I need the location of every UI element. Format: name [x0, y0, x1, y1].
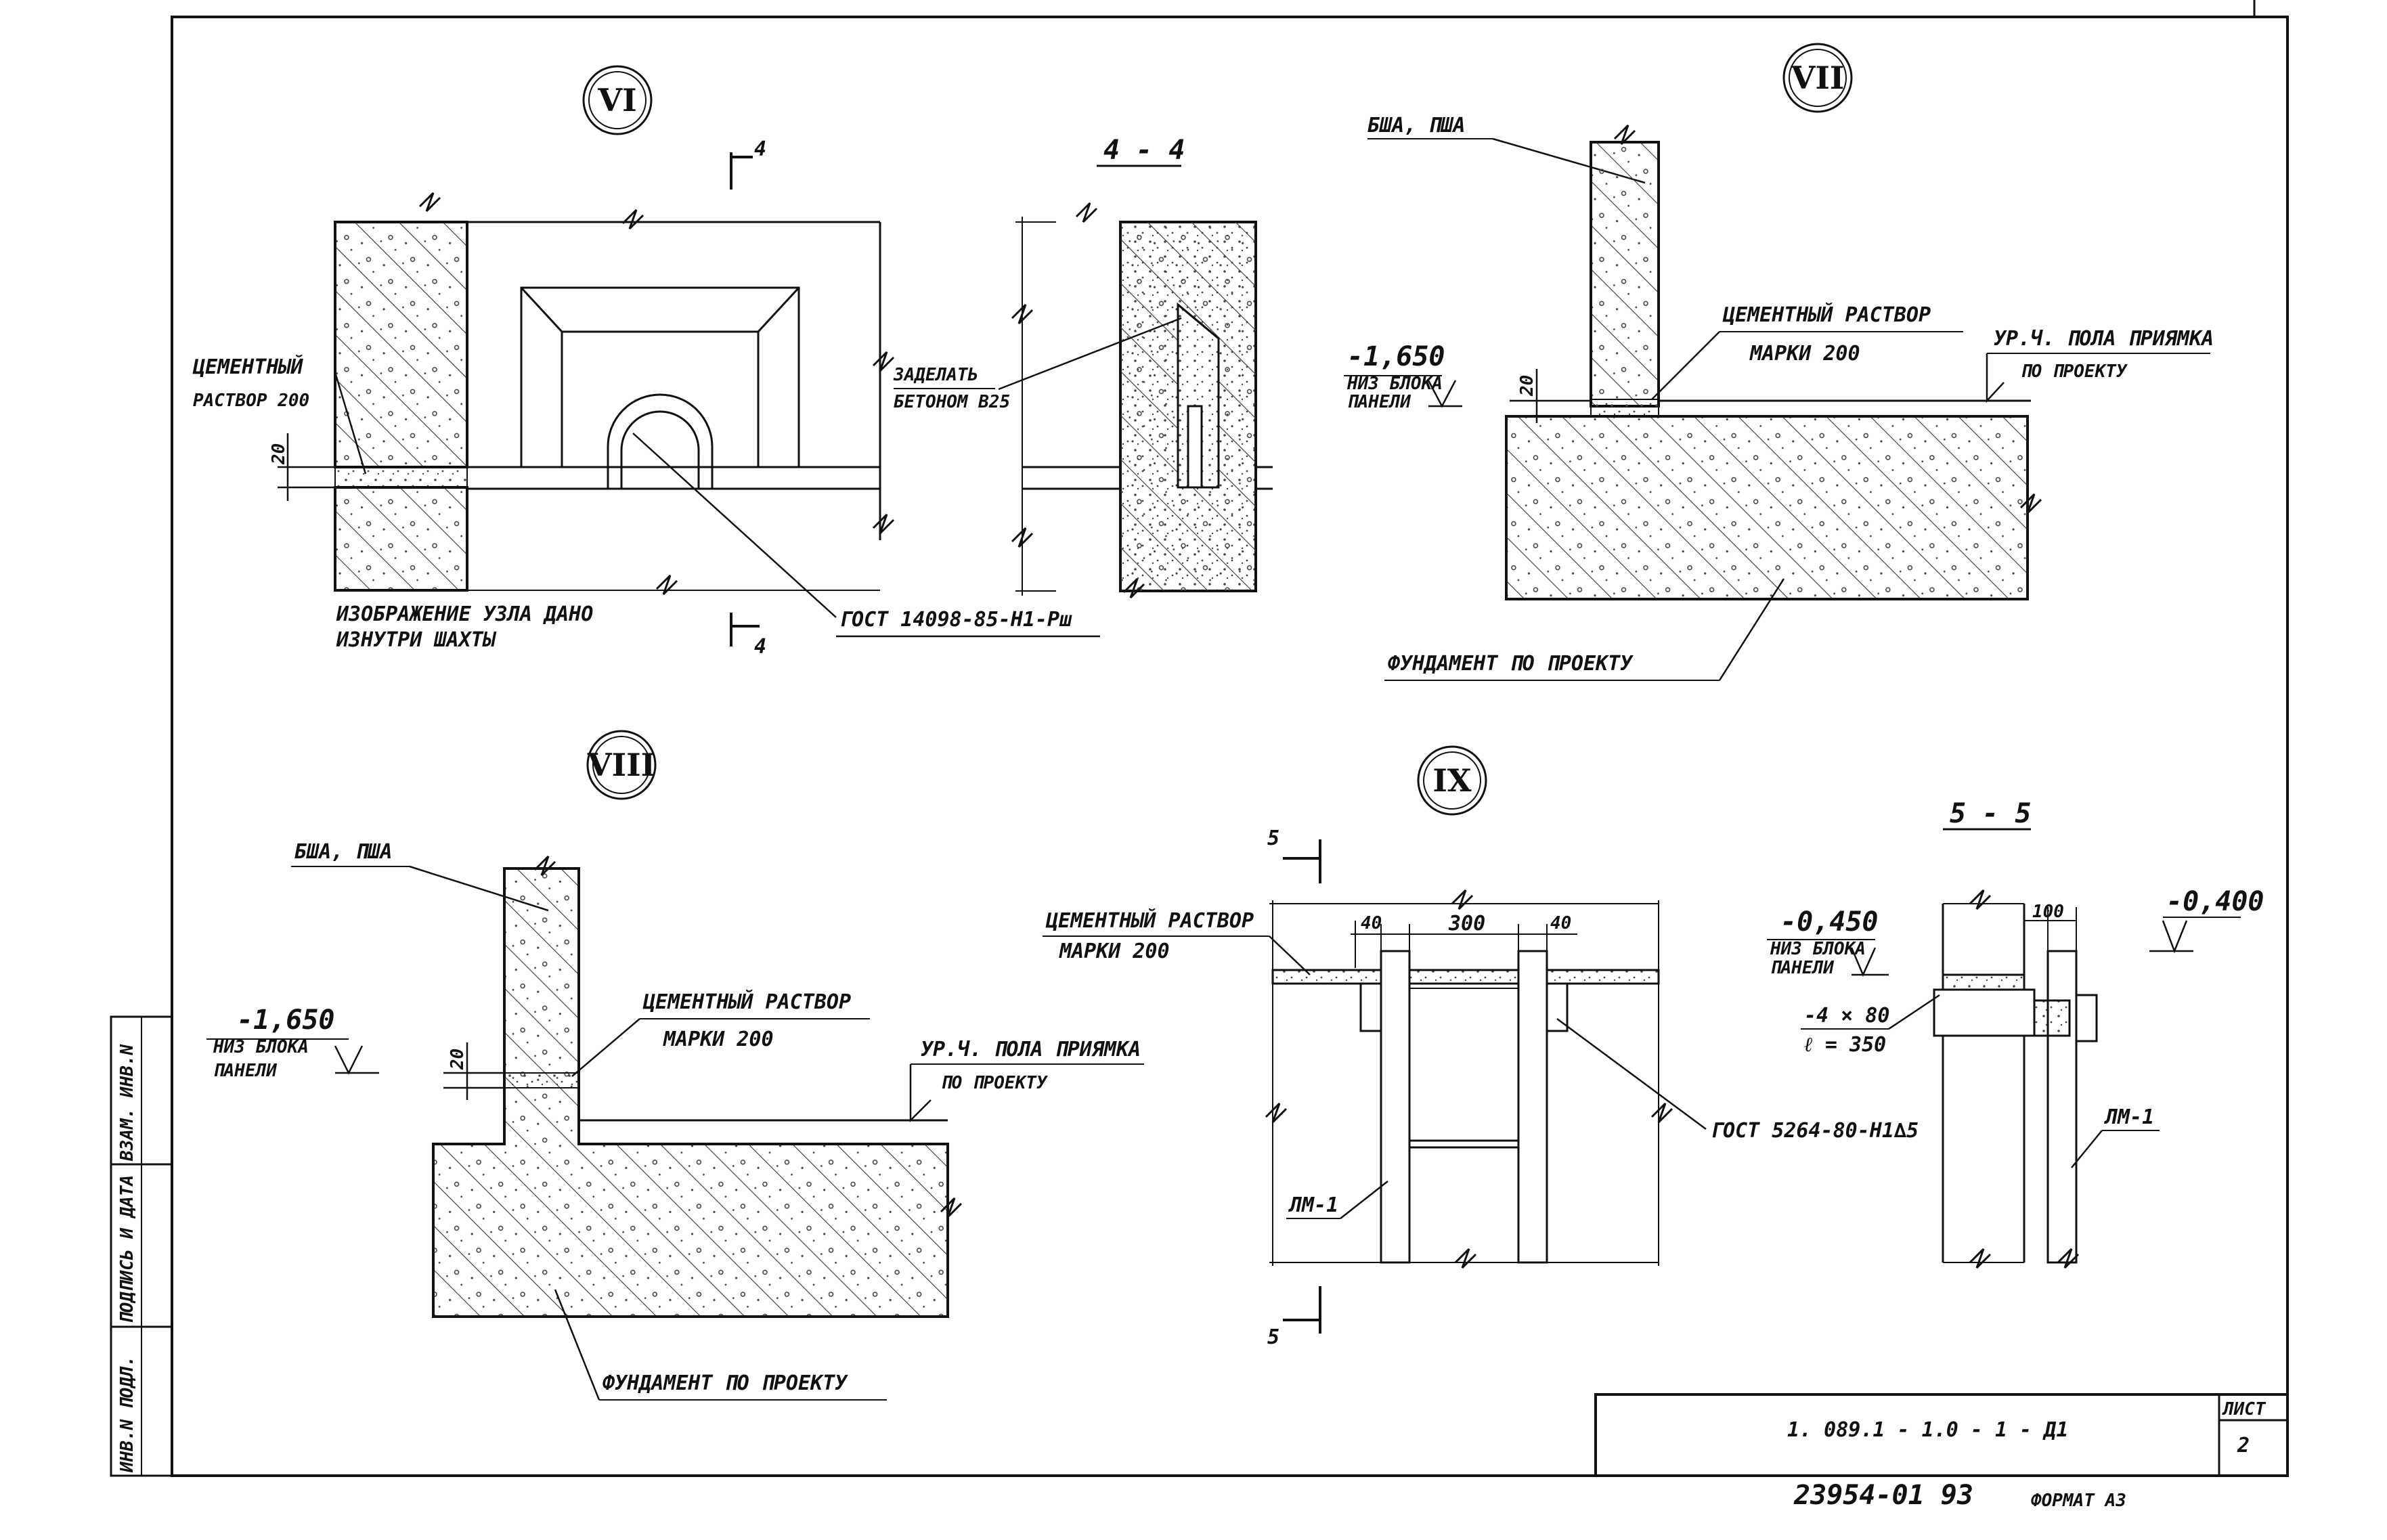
view-vii-number: VII [1791, 60, 1845, 96]
view-vii: VII БША, ПША ЦЕМЕНТНЫЙ РАСТВОР МАРКИ 200… [1344, 43, 2214, 681]
s55-dim-100-label: 100 [2032, 902, 2064, 922]
vii-level-note-1: НИЗ БЛОКА [1346, 374, 1443, 394]
s55-plate-label-2: ℓ = 350 [1804, 1033, 1886, 1057]
s55-level-note-1: НИЗ БЛОКА [1770, 939, 1866, 959]
ix-mortar-label-2: МАРКИ 200 [1059, 940, 1170, 963]
s55-ladder-label: ЛМ-1 [2103, 1105, 2154, 1129]
viii-blocks-label: БША, ПША [294, 840, 393, 864]
ix-gost-leader [1556, 1017, 1707, 1130]
section-mark-4-bottom [730, 613, 760, 646]
format-label: ФОРМАТ А3 [2031, 1491, 2126, 1511]
ix-ladder-label: ЛМ-1 [1288, 1193, 1338, 1217]
vii-level: -1,650 [1347, 341, 1445, 372]
vi-mortar-joint [334, 466, 468, 488]
vii-floor-2: ПО ПРОЕКТУ [2021, 361, 2128, 382]
vi-dim-20-label: 20 [269, 443, 289, 465]
viii-mortar [504, 1072, 579, 1088]
vii-blocks-label: БША, ПША [1367, 114, 1466, 137]
view-ix: IX 5 5 [1043, 745, 1919, 1349]
vi-leader-rung [632, 433, 837, 618]
vii-dim-20-label: 20 [1517, 375, 1537, 397]
vi-wall-lower [334, 486, 468, 592]
ix-ladder-right [1517, 950, 1548, 1264]
s44-gost-label: ГОСТ 14098-85-Н1-Рш [839, 608, 1072, 632]
viii-level: -1,650 [237, 1005, 335, 1036]
viii-level-note-1: НИЗ БЛОКА [213, 1037, 309, 1057]
viii-mortar-label-2: МАРКИ 200 [663, 1028, 774, 1051]
stamp-vzam-inv: ВЗАМ. ИНВ.N [117, 1044, 137, 1162]
viii-dim-20 [443, 1042, 504, 1100]
sheet-label: ЛИСТ [2222, 1399, 2266, 1420]
viii-level-note-2: ПАНЕЛИ [213, 1061, 277, 1081]
view-viii: VIII БША, ПША ЦЕМЕНТНЫЙ РАСТВОР МАРКИ 20… [206, 730, 1144, 1401]
vii-dim-20 [1510, 369, 1591, 423]
vi-note-1: ИЗОБРАЖЕНИЕ УЗЛА ДАНО [336, 602, 593, 626]
stamp-signature-date: ПОДПИСЬ И ДАТА [117, 1175, 137, 1323]
vii-mortar-label-1: ЦЕМЕНТНЫЙ РАСТВОР [1722, 303, 1931, 327]
viii-floor-2: ПО ПРОЕКТУ [941, 1073, 1049, 1093]
section-mark-5-top [1283, 839, 1321, 883]
s55-level-a: -0,450 [1780, 906, 1879, 938]
s55-plate-label-1: -4 × 80 [1804, 1004, 1889, 1028]
view-ix-number: IX [1432, 762, 1472, 799]
sheet-frame [110, 0, 2289, 1477]
vii-floor-1: УР.Ч. ПОЛА ПРИЯМКА [1994, 327, 2214, 351]
break-marks [418, 124, 2080, 1269]
vi-leader-mortar [334, 372, 367, 475]
ix-dim-300: 300 [1448, 912, 1485, 936]
view-viii-number: VIII [587, 747, 655, 783]
vii-mortar [1590, 399, 1659, 417]
vi-dim-20 [278, 433, 338, 501]
vii-wall [1590, 141, 1660, 408]
section-4-4-title: 4 - 4 [1103, 135, 1185, 166]
vi-note-2: ИЗНУТРИ ШАХТЫ [336, 628, 497, 652]
s44-fill-label-1: ЗАДЕЛАТЬ [893, 365, 978, 385]
viii-floor-1: УР.Ч. ПОЛА ПРИЯМКА [921, 1038, 1141, 1061]
section-4-4: 4 - 4 ЗАДЕЛАТЬ БЕТОНОМ В25 ГОСТ 14098-85… [836, 135, 1273, 638]
s55-level-note-2: ПАНЕЛИ [1770, 958, 1834, 978]
vii-foundation [1505, 415, 2029, 600]
view-vi-number: VI [597, 82, 636, 118]
sheet-number: 2 [2237, 1434, 2250, 1457]
ix-dim-40-right: 40 [1550, 913, 1571, 933]
viii-mortar-label-1: ЦЕМЕНТНЫЙ РАСТВОР [642, 990, 851, 1014]
section-mark-4-top [730, 152, 753, 190]
s55-plate [1933, 988, 2036, 1037]
archive-number: 23954-01 93 [1793, 1480, 1973, 1511]
vi-opening [460, 221, 881, 591]
s55-ladder [2046, 950, 2078, 1264]
vi-mortar-label-1: ЦЕМЕНТНЫЙ [192, 355, 303, 379]
ix-dimensions [1351, 921, 1577, 968]
s55-dim-100 [2023, 907, 2077, 951]
section-mark-5-top-label: 5 [1267, 827, 1279, 850]
s44-fill-label-2: БЕТОНОМ В25 [894, 392, 1010, 412]
viii-dim-20-label: 20 [447, 1049, 468, 1070]
s55-level-b: -0,400 [2166, 886, 2264, 917]
ix-gost-label: ГОСТ 5264-80-Н1∆5 [1711, 1119, 1919, 1143]
drawing-code: 1. 089.1 - 1.0 - 1 - Д1 [1787, 1418, 2068, 1442]
stamp-inv-podl: ИНВ.N ПОДЛ. [117, 1356, 137, 1473]
viii-wall-foundation [432, 867, 949, 1318]
section-mark-5-bottom [1283, 1286, 1321, 1334]
vii-foundation-label: ФУНДАМЕНТ ПО ПРОЕКТУ [1388, 652, 1634, 676]
section-5-5-title: 5 - 5 [1950, 798, 2031, 829]
ix-ladder-left [1380, 950, 1411, 1264]
ix-dim-40-left: 40 [1361, 913, 1382, 933]
vii-level-note-2: ПАНЕЛИ [1347, 392, 1411, 412]
section-5-5: 5 - 5 100 -0,450 НИЗ БЛОКА ПАНЕЛИ [1767, 798, 2264, 1264]
vi-wall-upper [334, 221, 468, 468]
vii-mortar-label-2: МАРКИ 200 [1749, 342, 1860, 366]
section-mark-4-bottom-label: 4 [754, 635, 766, 659]
section-mark-4-top-label: 4 [754, 137, 766, 161]
section-mark-5-bottom-label: 5 [1267, 1325, 1279, 1349]
viii-foundation-label: ФУНДАМЕНТ ПО ПРОЕКТУ [603, 1371, 848, 1395]
s44-leader-fill [998, 317, 1182, 391]
vi-mortar-label-2: РАСТВОР 200 [193, 391, 309, 411]
ix-mortar-label-1: ЦЕМЕНТНЫЙ РАСТВОР [1045, 908, 1254, 933]
view-vi: VI 4 4 ЦЕМЕНТНЫЙ РАСТВ [192, 65, 881, 659]
